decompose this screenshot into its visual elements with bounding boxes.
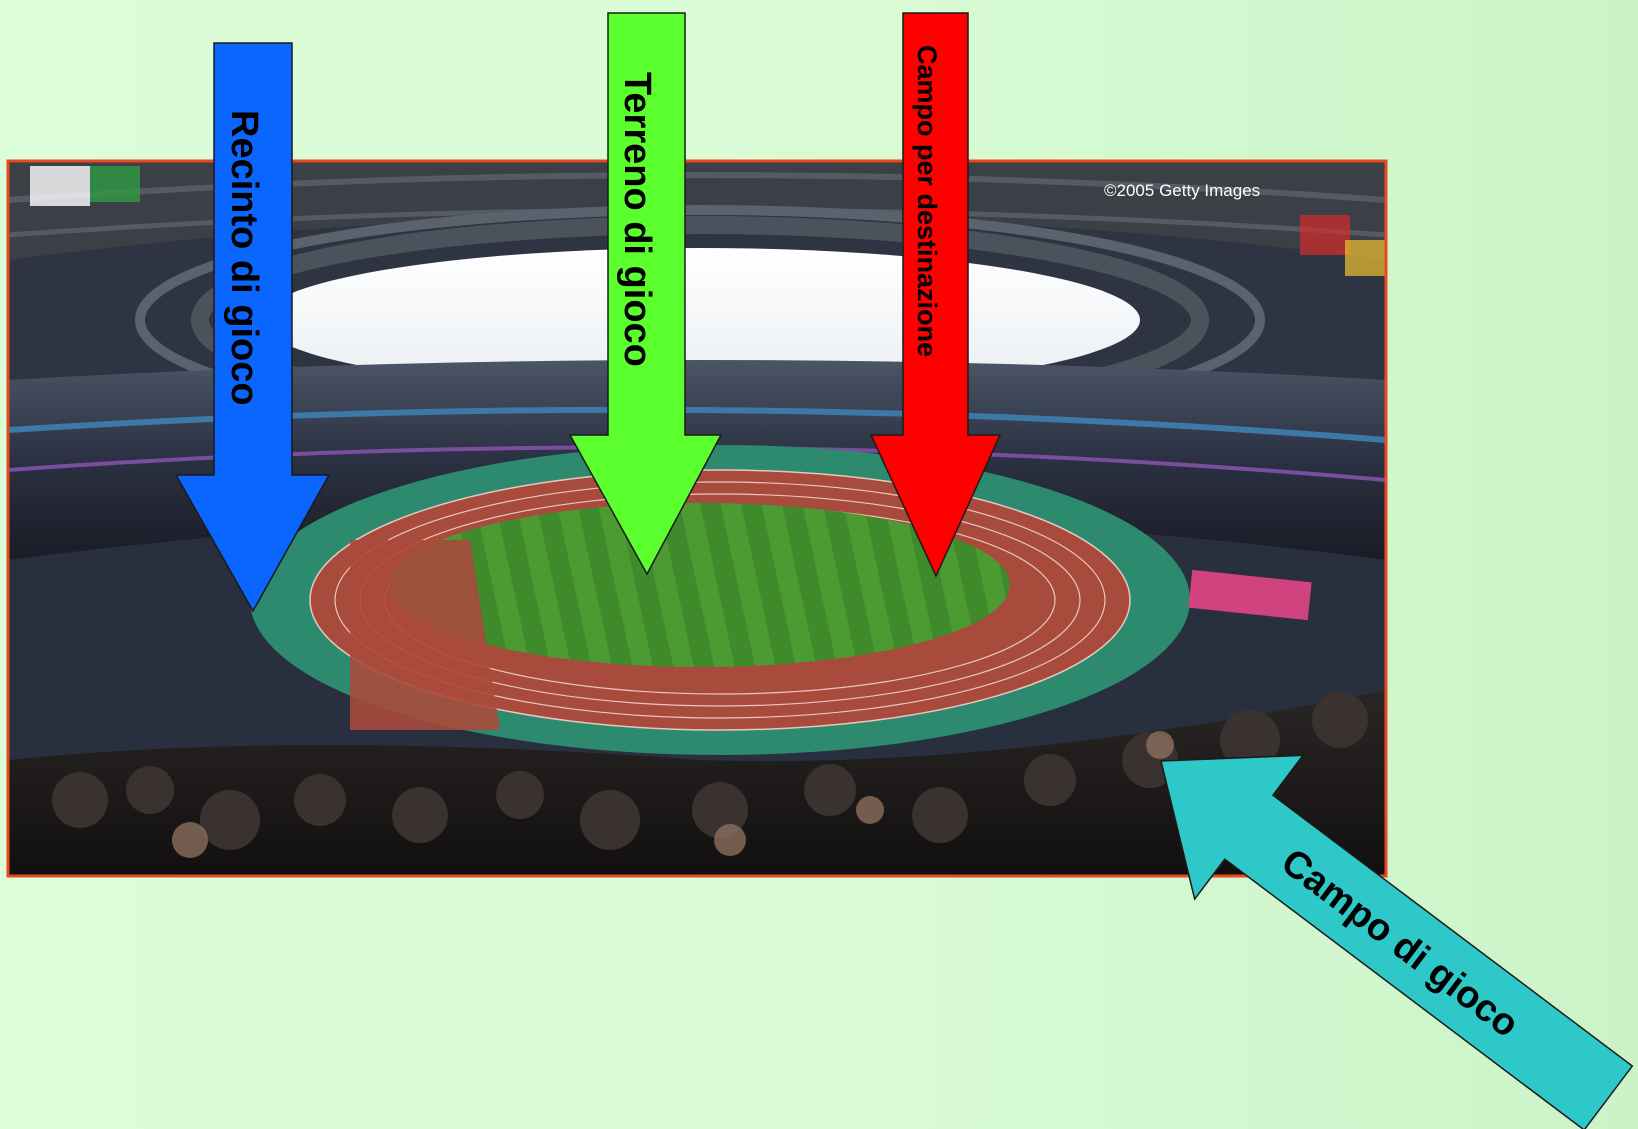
arrow-terreno-di-gioco: Terreno di gioco — [568, 12, 723, 576]
arrow-label-terreno: Terreno di gioco — [616, 72, 658, 367]
arrow-shape-green — [568, 12, 723, 576]
arrow-shape-blue — [174, 42, 331, 613]
photo-frame — [6, 159, 1388, 878]
arrow-campo-per-destinazione: Campo per destinazione — [869, 12, 1002, 578]
arrow-recinto-di-gioco: Recinto di gioco — [174, 42, 331, 613]
arrow-label-campo-destinazione: Campo per destinazione — [912, 45, 942, 357]
arrow-shape-teal — [1160, 754, 1634, 1129]
arrow-label-campo-di-gioco: Campo di gioco — [1273, 841, 1526, 1046]
arrow-label-recinto: Recinto di gioco — [223, 110, 265, 406]
photo-credit: ©2005 Getty Images — [1104, 181, 1260, 200]
arrow-shape-red — [869, 12, 1002, 578]
